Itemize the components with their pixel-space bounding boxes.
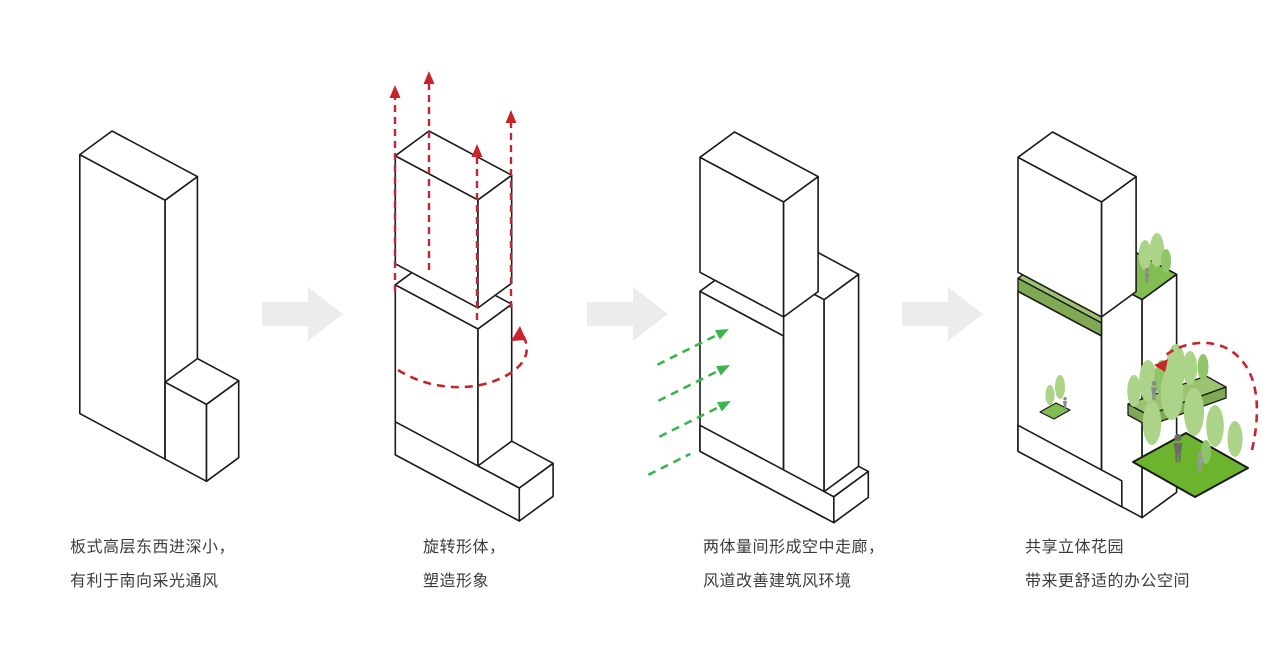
- ground-garden: [1132, 366, 1249, 498]
- wind-arrow-icon: [658, 401, 731, 438]
- step1-massing: [79, 130, 240, 483]
- tree-icon: [1182, 351, 1198, 385]
- terrace-garden: [1138, 233, 1172, 283]
- rotation-arrow-icon: [397, 326, 529, 389]
- midrise-volume: [782, 251, 860, 519]
- tower-volume: [699, 131, 819, 318]
- caption-text: 有利于南向采光通风: [70, 573, 219, 590]
- podium-volume: [1017, 424, 1123, 508]
- tree-icon: [1160, 366, 1184, 420]
- red-up-arrows-icon: [389, 71, 517, 320]
- person-icon: [1196, 451, 1204, 471]
- tree-icon: [1197, 354, 1209, 380]
- terrace-garden: [1039, 375, 1071, 420]
- wind-arrow-icon: [657, 365, 730, 402]
- step2-caption: 旋转形体， 塑造形象: [423, 538, 506, 592]
- red-up-arrow-icon: [423, 71, 435, 270]
- caption-text: 塑造形象: [423, 573, 490, 590]
- person-icon: [1150, 381, 1158, 400]
- process-arrow-icon: [587, 287, 668, 341]
- caption-text: 共享立体花园: [1025, 539, 1125, 556]
- tree-icon: [1127, 375, 1141, 407]
- tree-icon: [1227, 421, 1243, 457]
- step3-caption: 两体量间形成空中走廊， 风道改善建筑风环境: [703, 538, 885, 592]
- tree-icon: [1054, 375, 1066, 399]
- tree-icon: [1206, 405, 1224, 447]
- tree-icon: [1149, 233, 1165, 267]
- tree-icon: [1045, 385, 1055, 405]
- step2-massing: [389, 71, 554, 522]
- tree-icon: [1139, 360, 1157, 402]
- caption-text: 带来更舒适的办公空间: [1025, 573, 1191, 590]
- caption-text: 两体量间形成空中走廊，: [703, 539, 885, 556]
- step4-caption: 共享立体花园 带来更舒适的办公空间: [1025, 538, 1190, 592]
- wind-arrow-icon: [656, 329, 729, 366]
- person-icon: [1062, 397, 1068, 410]
- red-up-arrow-icon: [389, 85, 401, 292]
- step1-caption: 板式高层东西进深小， 有利于南向采光通风: [70, 538, 235, 592]
- podium-volume: [164, 357, 240, 483]
- tree-icon: [1142, 401, 1162, 445]
- tree-icon: [1200, 440, 1212, 464]
- person-icon: [1173, 434, 1183, 462]
- red-curved-arrow-icon: [1154, 341, 1259, 451]
- wind-arrow-icon: [647, 452, 691, 476]
- tower-volume: [1017, 131, 1137, 318]
- step4-massing: [1017, 131, 1259, 519]
- tree-icon: [1138, 240, 1152, 270]
- red-up-arrow-icon: [471, 144, 483, 320]
- caption-text: 旋转形体，: [423, 539, 506, 556]
- podium-volume: [394, 420, 554, 522]
- caption-text: 板式高层东西进深小，: [70, 539, 236, 556]
- tree-icon: [1160, 249, 1172, 273]
- green-wind-arrows-icon: [647, 329, 731, 476]
- person-icon: [1144, 268, 1150, 283]
- tree-icon: [1183, 388, 1205, 436]
- red-up-arrow-icon: [505, 110, 517, 308]
- process-arrow-icon: [262, 287, 343, 341]
- podium-volume: [699, 424, 870, 524]
- caption-text: 风道改善建筑风环境: [703, 573, 852, 590]
- step3-massing: [647, 131, 870, 524]
- process-arrow-icon: [902, 287, 983, 341]
